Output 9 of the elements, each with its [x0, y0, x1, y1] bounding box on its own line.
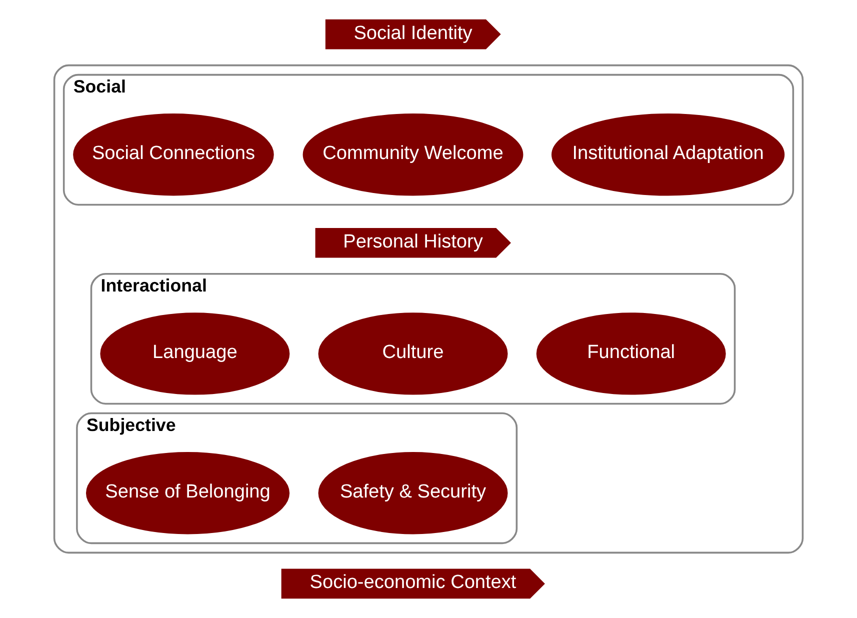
node-ellipse: Language	[100, 312, 290, 395]
cluster	[53, 64, 804, 554]
node-ellipse: Institutional Adaptation	[551, 114, 785, 196]
node-ellipse: Social Connections	[73, 114, 274, 196]
node-ellipse: Community Welcome	[302, 114, 524, 196]
node-ellipse: Sense of Belonging	[86, 452, 290, 534]
node-ellipse: Safety & Security	[318, 452, 508, 534]
node-ellipse: Culture	[318, 312, 508, 395]
node-ellipse: Functional	[536, 312, 726, 395]
